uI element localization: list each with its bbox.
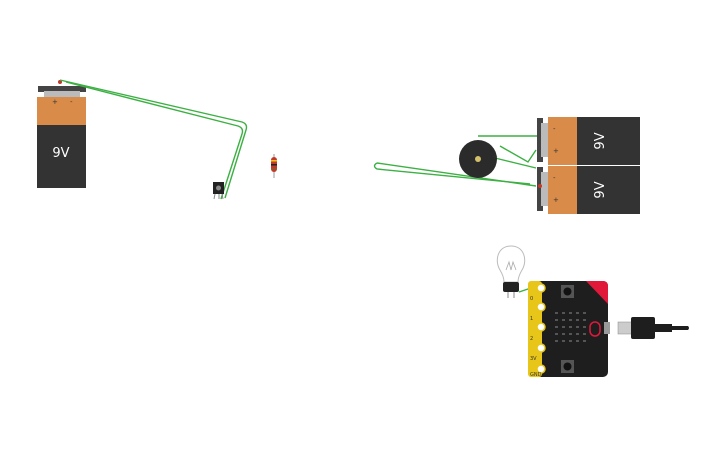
usb-cable-strain-relief <box>655 324 672 332</box>
battery-left-label: 9V <box>52 146 69 161</box>
potentiometer-leg-1 <box>213 193 216 200</box>
battery-right-bottom-label: 9V <box>593 181 608 198</box>
resistor-band-3 <box>271 168 277 170</box>
wire-buzzer-to-battery-mid[interactable] <box>494 157 537 169</box>
battery-right-bottom-cap <box>548 166 577 214</box>
resistor-band-1 <box>271 160 277 162</box>
microbit-pin-4[interactable] <box>536 364 546 374</box>
light-bulb-filament <box>505 260 517 271</box>
light-bulb-icon <box>496 245 526 283</box>
battery-left-cap <box>37 97 86 125</box>
microbit-pin-label-2: 2 <box>530 336 533 342</box>
buzzer[interactable]: + <box>459 140 498 178</box>
microbit-pin-2[interactable] <box>536 322 546 332</box>
microbit-pin-3[interactable] <box>536 343 546 353</box>
microbit-pin-1[interactable] <box>536 302 546 312</box>
battery-right-top-plus: + <box>553 147 559 155</box>
battery-left-terminal-base <box>38 86 86 92</box>
wire-battery-to-potentiometer[interactable] <box>59 79 248 199</box>
battery-right-top-body <box>577 117 640 165</box>
battery-left-wire-end <box>58 80 62 84</box>
battery-right-bottom-wire-end <box>538 184 542 188</box>
potentiometer-leg-3 <box>221 193 224 200</box>
light-bulb-base <box>503 282 519 292</box>
resistor[interactable] <box>271 154 277 178</box>
battery-left-body <box>37 125 86 188</box>
microbit-pin-label-gnd: GND <box>530 372 542 378</box>
battery-left-plus: + <box>52 98 58 106</box>
microbit-logo-corner <box>586 281 608 304</box>
wire-battery-to-potentiometer-2[interactable] <box>65 81 244 200</box>
microbit-pin-label-3v: 3V <box>530 356 537 362</box>
battery-right-bottom[interactable]: 9V - + <box>537 166 640 214</box>
battery-left-minus: - <box>70 98 73 106</box>
microbit-pin-top[interactable] <box>536 283 546 293</box>
microbit-touch-logo[interactable] <box>589 321 601 337</box>
battery-right-top-cap <box>548 117 577 165</box>
usb-cable[interactable] <box>617 317 689 339</box>
battery-right-bottom-plus: + <box>553 196 559 204</box>
microbit-button-a-cap <box>563 287 572 296</box>
resistor-band-2 <box>271 164 277 166</box>
battery-left[interactable]: 9V + - <box>37 80 86 188</box>
potentiometer[interactable] <box>213 182 224 200</box>
microbit-pin-label-0: 0 <box>530 296 533 302</box>
battery-right-bottom-terminal-base <box>537 167 543 211</box>
usb-cable-icon <box>631 317 655 339</box>
battery-right-top-minus: - <box>553 125 556 133</box>
battery-right-top-terminals[interactable] <box>541 123 549 157</box>
light-bulb[interactable] <box>496 245 526 298</box>
usb-cable-cord <box>672 326 689 330</box>
potentiometer-icon <box>216 185 221 191</box>
wire-loose-left-2[interactable] <box>373 162 531 185</box>
battery-right-top-terminal-base <box>537 118 543 162</box>
wire-battery-link[interactable] <box>499 145 537 163</box>
microbit-usb-port <box>604 322 610 334</box>
microbit-button-b-cap <box>563 362 572 371</box>
microbit-pin-label-1: 1 <box>530 316 533 322</box>
usb-cable-plug <box>617 321 633 335</box>
battery-right-bottom-minus: - <box>553 174 556 182</box>
battery-right-bottom-body <box>577 166 640 214</box>
battery-right-top[interactable]: 9V - + <box>537 117 640 165</box>
battery-left-terminals[interactable] <box>44 91 80 99</box>
microbit-icon <box>528 281 608 377</box>
battery-right-bottom-terminals[interactable] <box>541 172 549 206</box>
buzzer-plus: + <box>492 153 498 161</box>
buzzer-center <box>475 156 481 162</box>
microbit[interactable]: 0 1 2 3V GND <box>528 281 610 378</box>
microbit-led-matrix <box>555 312 586 342</box>
battery-right-top-label: 9V <box>593 132 608 149</box>
